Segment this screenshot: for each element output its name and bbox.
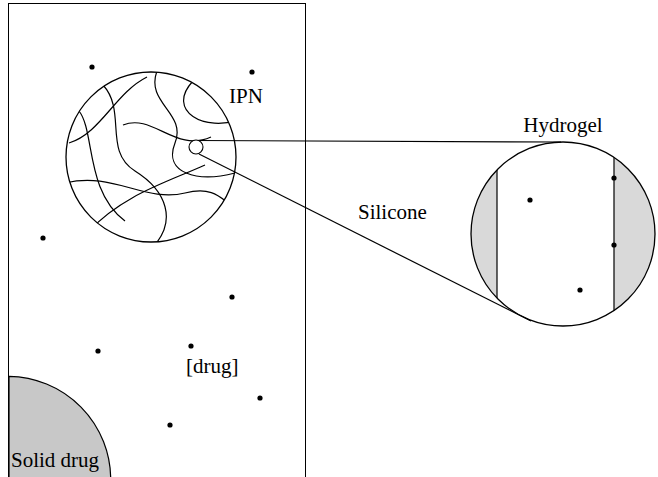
ipn-outline-part — [103, 85, 166, 247]
drug-dot — [89, 64, 94, 69]
zoom-outline-part — [613, 141, 614, 327]
drug-dot — [188, 343, 193, 348]
ipn-outline-part — [123, 123, 211, 141]
drug-dot — [249, 69, 254, 74]
zoom-outline-part — [614, 141, 656, 327]
solid-drug-shape: Solid drug — [9, 364, 115, 477]
drug-dot — [229, 294, 234, 299]
zoom-outline-part — [470, 141, 656, 327]
material-label: Silicone — [356, 201, 429, 224]
node-text: IPN — [229, 85, 263, 108]
zoom-outline-part — [470, 141, 497, 327]
ipn-outline-part — [79, 111, 125, 221]
node-text: Hydrogel — [523, 114, 602, 137]
drug-molecules — [40, 64, 262, 427]
ipn-outline-part — [89, 165, 205, 231]
node-text: Solid drug — [11, 449, 99, 472]
zoom-outline-part — [577, 287, 582, 292]
zoom-outline-part — [611, 242, 616, 247]
node-text: [drug] — [186, 355, 238, 378]
drug-dot — [257, 395, 262, 400]
ipn-outline-part — [155, 71, 235, 177]
drug-dot — [40, 235, 45, 240]
ipn-outline-part — [65, 180, 241, 206]
zoom-line — [195, 141, 561, 143]
solid-drug-outline-part — [9, 376, 111, 477]
zoom-circle: Hydrogel — [470, 141, 656, 327]
zoom-outline — [470, 141, 656, 327]
ipn-outline-part — [66, 72, 236, 242]
ipn-outline — [65, 71, 237, 243]
ipn-outline-part — [65, 71, 241, 247]
ipn-circle: IPN — [65, 71, 237, 243]
medium-box: [drug] IPN Solid drug — [8, 3, 306, 477]
zoom-outline-part — [611, 175, 616, 180]
zoom-outline-part — [527, 197, 532, 202]
ipn-outline-part — [189, 140, 203, 154]
drug-dot — [95, 348, 100, 353]
zoom-outline-part — [471, 142, 655, 326]
drug-dot — [167, 422, 172, 427]
